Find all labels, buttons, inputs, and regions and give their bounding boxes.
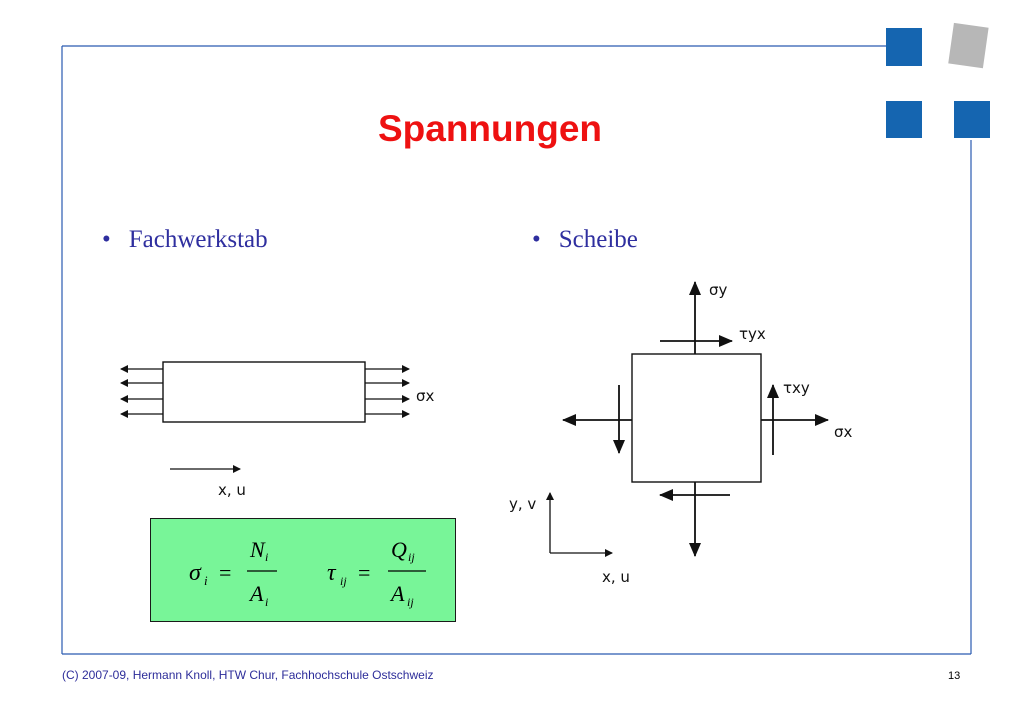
sigma-symbol: σ — [189, 560, 202, 586]
formula-box: σ i = N i A i τ ij = Q ij A ij — [150, 518, 456, 622]
formula-svg: σ i = N i A i τ ij = Q ij A ij — [189, 537, 426, 609]
denominator-a2: A — [389, 581, 405, 606]
denominator-a-sub: i — [265, 595, 268, 609]
bullet-dot: • — [532, 226, 541, 253]
tau-yx-label: τyx — [739, 325, 766, 343]
sigma-y-label: σy — [709, 281, 728, 299]
truss-axis-label: x, u — [218, 481, 246, 499]
equals-sign-1: = — [219, 560, 231, 585]
deco-square-blue-3 — [954, 101, 990, 138]
plate-y-axis-label: y, v — [509, 495, 536, 513]
truss-stress-label: σx — [416, 387, 435, 405]
bullet-scheibe: • Scheibe — [532, 226, 638, 254]
slide-title: Spannungen — [377, 108, 603, 149]
page-number: 13 — [948, 670, 961, 682]
bullet-label-right: Scheibe — [558, 226, 638, 253]
deco-square-gray — [948, 22, 989, 69]
bullet-dot: • — [102, 226, 111, 253]
footer-copyright: (C) 2007-09, Hermann Knoll, HTW Chur, Fa… — [62, 668, 434, 682]
plate-element-rect — [631, 353, 762, 483]
left-stress-arrows — [120, 365, 163, 418]
numerator-q: Q — [391, 537, 407, 562]
tau-xy-label: τxy — [783, 379, 810, 397]
plate-x-axis-label: x, u — [602, 568, 630, 586]
numerator-n: N — [249, 537, 266, 562]
equals-sign-2: = — [358, 560, 370, 585]
bullet-label-left: Fachwerkstab — [128, 226, 268, 253]
denominator-a: A — [248, 581, 264, 606]
sigma-x-label: σx — [834, 423, 853, 441]
right-stress-arrows — [365, 365, 410, 418]
numerator-n-sub: i — [265, 550, 268, 564]
deco-square-blue-2 — [886, 101, 922, 138]
numerator-q-sub: ij — [408, 550, 415, 564]
tau-subscript: ij — [340, 574, 347, 588]
denominator-a2-sub: ij — [407, 595, 414, 609]
truss-bar-rect — [162, 361, 366, 423]
deco-square-blue-1 — [886, 28, 922, 66]
bullet-fachwerkstab: • Fachwerkstab — [102, 226, 268, 254]
tau-symbol: τ — [327, 560, 337, 586]
sigma-subscript: i — [204, 573, 208, 588]
